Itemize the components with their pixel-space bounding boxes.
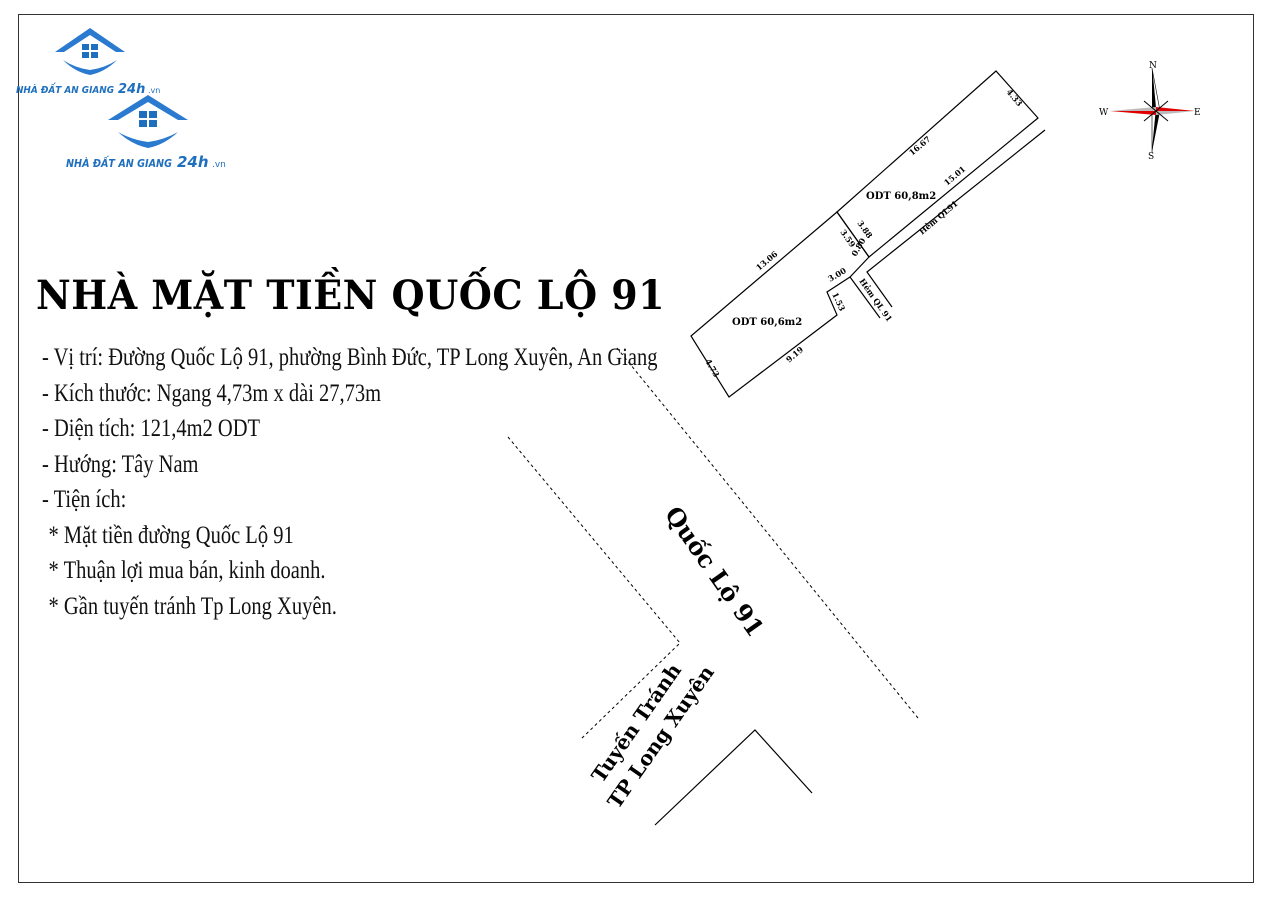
alley-edge	[866, 129, 1046, 308]
svg-text:15.01: 15.01	[942, 164, 968, 188]
property-details: - Vị trí: Đường Quốc Lộ 91, phường Bình …	[42, 340, 658, 624]
plot-lower	[690, 211, 870, 398]
amenity-item: * Gần tuyến tránh Tp Long Xuyên.	[48, 592, 337, 620]
alley-edge-2	[849, 276, 881, 319]
page-title: NHÀ MẶT TIỀN QUỐC LỘ 91	[36, 272, 666, 319]
area-upper: ODT 60,8m2	[866, 191, 936, 202]
main-road-label: Quốc Lộ 91	[659, 501, 770, 642]
amenity-item: * Thuận lợi mua bán, kinh doanh.	[48, 557, 326, 584]
area-lower: ODT 60,6m2	[732, 317, 802, 328]
bypass-road-edge	[507, 436, 681, 741]
svg-text:NHÀ ĐẤT AN GIANG: NHÀ ĐẤT AN GIANG	[16, 81, 114, 96]
svg-text:9.19: 9.19	[784, 344, 806, 364]
logo-main: NHÀ ĐẤT AN GIANG 24h .vn	[66, 95, 226, 171]
detail-size: - Kích thước: Ngang 4,73m x dài 27,73m	[42, 379, 382, 407]
land-plot	[690, 70, 1046, 398]
svg-text:.vn: .vn	[212, 160, 226, 170]
svg-text:S: S	[1148, 152, 1154, 162]
detail-direction: - Hướng: Tây Nam	[42, 450, 199, 478]
svg-text:24h: 24h	[177, 153, 209, 171]
bypass-road-edge-solid	[654, 729, 813, 826]
svg-text:E: E	[1194, 108, 1201, 118]
svg-text:NHÀ ĐẤT AN GIANG: NHÀ ĐẤT AN GIANG	[66, 155, 172, 170]
page-border	[18, 14, 1254, 883]
svg-text:24h: 24h	[118, 82, 145, 97]
svg-text:N: N	[1149, 61, 1157, 71]
logo-top: NHÀ ĐẤT AN GIANG 24h .vn	[16, 28, 160, 97]
detail-location: - Vị trí: Đường Quốc Lộ 91, phường Bình …	[42, 344, 658, 371]
amenity-item: * Mặt tiền đường Quốc Lộ 91	[48, 521, 294, 549]
svg-text:Hẻm QL91: Hẻm QL91	[917, 198, 960, 236]
svg-text:16.67: 16.67	[907, 134, 933, 158]
svg-text:.vn: .vn	[148, 86, 160, 95]
svg-text:4.73: 4.73	[703, 357, 722, 379]
compass-rose-icon: N S E W	[1099, 61, 1201, 162]
detail-area: - Diện tích: 121,4m2 ODT	[42, 415, 261, 442]
detail-amenities: - Tiện ích:	[42, 486, 127, 513]
svg-text:4.33: 4.33	[1004, 87, 1024, 109]
svg-text:W: W	[1099, 108, 1109, 118]
svg-text:1.53: 1.53	[830, 291, 847, 313]
main-road-edge	[616, 347, 919, 719]
svg-text:13.06: 13.06	[754, 248, 780, 272]
